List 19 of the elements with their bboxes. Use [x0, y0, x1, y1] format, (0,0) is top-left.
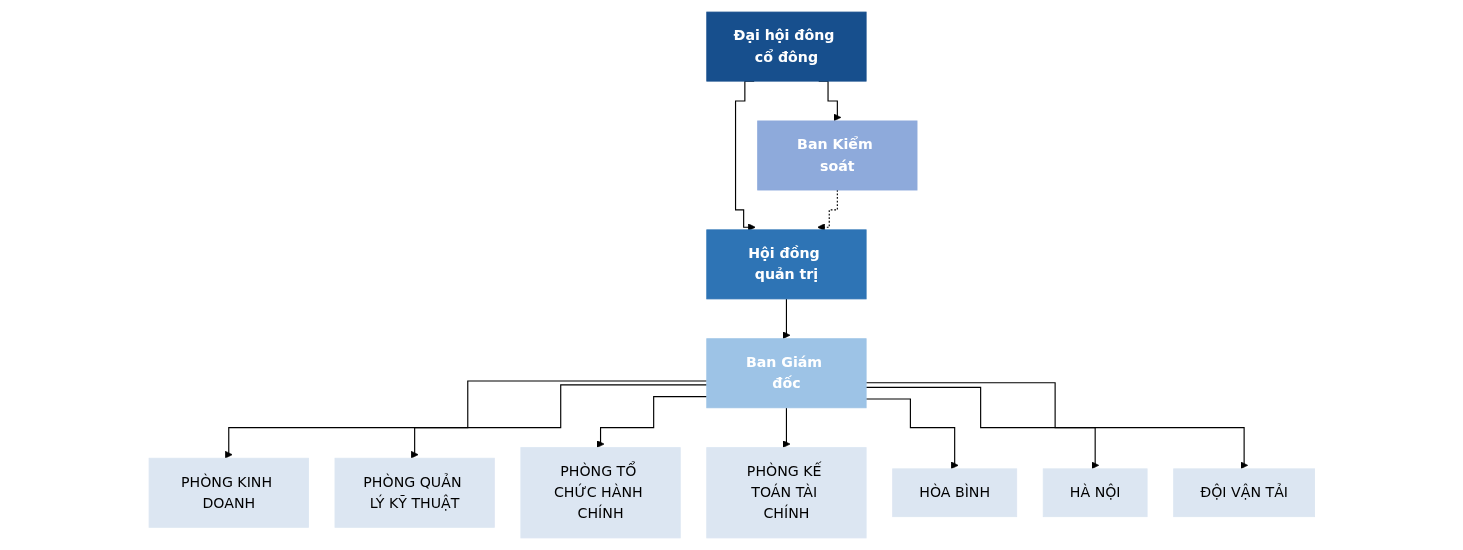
arrow — [865, 398, 959, 470]
arrow — [224, 380, 707, 459]
arrow — [865, 386, 1099, 470]
node-box: ĐỘI VẬN TẢI — [1172, 468, 1315, 518]
node-box: Ban Giám đốc — [706, 338, 867, 409]
node-box: HÒA BÌNH — [891, 468, 1017, 518]
arrow — [410, 384, 707, 459]
node-box: PHÒNG KINH DOANH — [148, 457, 309, 528]
node-box: Đại hội đông cổ đông — [706, 11, 867, 82]
arrow — [782, 298, 790, 340]
arrow — [865, 382, 1248, 470]
node-box: PHÒNG TỔ CHỨC HÀNH CHÍNH — [520, 447, 681, 539]
node-box: HÀ NỘI — [1042, 468, 1148, 518]
node-box: Hội đồng quản trị — [706, 229, 867, 300]
node-box: PHÒNG KẾ TOÁN TÀI CHÍNH — [706, 447, 867, 539]
node-box: PHÒNG QUẢN LÝ KỸ THUẬT — [334, 457, 495, 528]
node-box: Ban Kiểm soát — [756, 120, 918, 191]
arrow — [596, 396, 707, 448]
arrow — [782, 407, 790, 448]
